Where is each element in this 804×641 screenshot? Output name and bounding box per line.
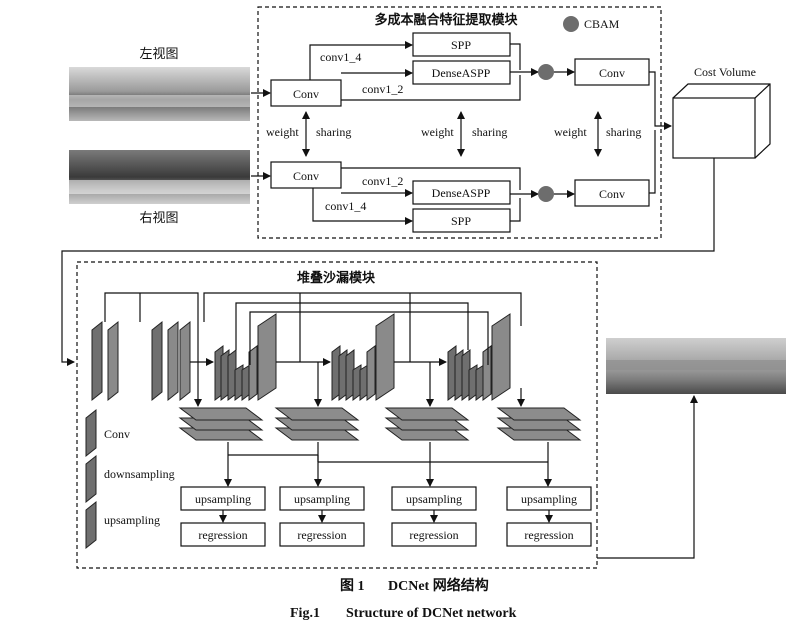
caption-cn: DCNet 网络结构 bbox=[388, 577, 489, 594]
regression-label-4: regression bbox=[524, 528, 573, 542]
denseaspp-box-bottom-label: DenseASPP bbox=[432, 186, 491, 200]
cbam-legend-icon bbox=[563, 16, 579, 32]
legend-conv-swatch bbox=[85, 408, 97, 458]
legend-down-swatch bbox=[85, 454, 97, 504]
weight-label-3: weight bbox=[554, 125, 587, 139]
regression-label-2: regression bbox=[297, 528, 346, 542]
feature-module-title: 多成本融合特征提取模块 bbox=[374, 12, 518, 27]
cbam-node-top bbox=[538, 64, 554, 80]
initial-conv-layers bbox=[91, 320, 191, 402]
denseaspp-box-top-label: DenseASPP bbox=[432, 66, 491, 80]
regression-to-output bbox=[597, 395, 698, 559]
conv1_2-bottom-label: conv1_2 bbox=[362, 174, 403, 188]
upsampling-label-2: upsampling bbox=[294, 492, 350, 506]
conv-box-left bbox=[270, 79, 342, 107]
conv2-box-bottom-label: Conv bbox=[599, 187, 625, 201]
hourglass-block-2 bbox=[331, 313, 395, 401]
denseaspp-box-bottom bbox=[412, 180, 511, 205]
caption-en-num: Fig.1 bbox=[290, 606, 320, 621]
spp-box-bottom-label: SPP bbox=[451, 214, 471, 228]
output-slab-2 bbox=[274, 407, 360, 441]
left-view-image bbox=[69, 67, 250, 121]
conv1_4-bottom-label: conv1_4 bbox=[325, 199, 366, 213]
conv1_2-top-merge bbox=[516, 75, 521, 101]
conv1_4-top-label: conv1_4 bbox=[320, 50, 361, 64]
sharing-label-2: sharing bbox=[472, 125, 507, 139]
skip-top-1 bbox=[104, 292, 199, 330]
cost-volume-to-hourglass bbox=[61, 158, 715, 366]
long-skip-low bbox=[249, 311, 489, 365]
bottom-to-cost-volume bbox=[649, 130, 656, 194]
conv-box-right bbox=[270, 161, 342, 189]
right-view-label: 右视图 bbox=[139, 210, 178, 225]
cost-volume-label: Cost Volume bbox=[694, 65, 756, 79]
hourglass-module-title: 堆叠沙漏模块 bbox=[297, 270, 376, 285]
conv1_4-bottom-line bbox=[312, 188, 413, 225]
legend-conv-label: Conv bbox=[104, 427, 130, 441]
regression-box-3 bbox=[391, 522, 477, 547]
conv-box-right-label: Conv bbox=[293, 169, 319, 183]
caption-cn-num: 图 1 bbox=[340, 578, 365, 594]
legend-down-label: downsampling bbox=[104, 467, 175, 481]
regression-box-2 bbox=[279, 522, 365, 547]
top-to-cost-volume bbox=[649, 71, 672, 130]
long-skip-top bbox=[203, 292, 522, 326]
disparity-output-band bbox=[606, 360, 786, 370]
right-view-image bbox=[69, 150, 250, 204]
cost-volume-cube bbox=[672, 83, 771, 159]
spp-top-merge bbox=[510, 43, 521, 70]
right-view-road bbox=[69, 180, 250, 194]
legend-up-label: upsampling bbox=[104, 513, 160, 527]
sharing-label-1: sharing bbox=[316, 125, 351, 139]
upsampling-label-4: upsampling bbox=[521, 492, 577, 506]
output-slab-4 bbox=[496, 407, 582, 441]
left-view-road bbox=[69, 95, 250, 107]
conv1_2-bottom-merge bbox=[516, 167, 521, 190]
weight-label-2: weight bbox=[421, 125, 454, 139]
output-slab-3 bbox=[384, 407, 470, 441]
regression-box-4 bbox=[506, 522, 592, 547]
upsampling-label-3: upsampling bbox=[406, 492, 462, 506]
conv-box-left-label: Conv bbox=[293, 87, 319, 101]
spp-box-top-label: SPP bbox=[451, 38, 471, 52]
long-skip-mid bbox=[235, 302, 469, 350]
left-view-label: 左视图 bbox=[139, 46, 178, 61]
output-slab-1 bbox=[178, 407, 264, 441]
regression-box-1 bbox=[180, 522, 266, 547]
cbam-node-bottom bbox=[538, 186, 554, 202]
spp-bottom-merge bbox=[510, 198, 521, 222]
feature-module-frame bbox=[257, 6, 662, 239]
hourglass-block-1 bbox=[214, 313, 277, 401]
hourglass-module-frame bbox=[76, 261, 598, 569]
weight-label-1: weight bbox=[266, 125, 299, 139]
conv1_4-top-line bbox=[309, 41, 413, 80]
conv1_2-top-label: conv1_2 bbox=[362, 82, 403, 96]
sharing-label-3: sharing bbox=[606, 125, 641, 139]
caption-en: Structure of DCNet network bbox=[346, 606, 517, 621]
hourglass-block-3 bbox=[447, 313, 511, 401]
legend-up-swatch bbox=[85, 500, 97, 550]
conv2-box-top-label: Conv bbox=[599, 66, 625, 80]
upsampling-label-1: upsampling bbox=[195, 492, 251, 506]
regression-label-3: regression bbox=[409, 528, 458, 542]
conv2-box-top bbox=[574, 58, 650, 86]
regression-label-1: regression bbox=[198, 528, 247, 542]
conv2-box-bottom bbox=[574, 179, 650, 207]
cbam-legend-label: CBAM bbox=[584, 17, 620, 31]
